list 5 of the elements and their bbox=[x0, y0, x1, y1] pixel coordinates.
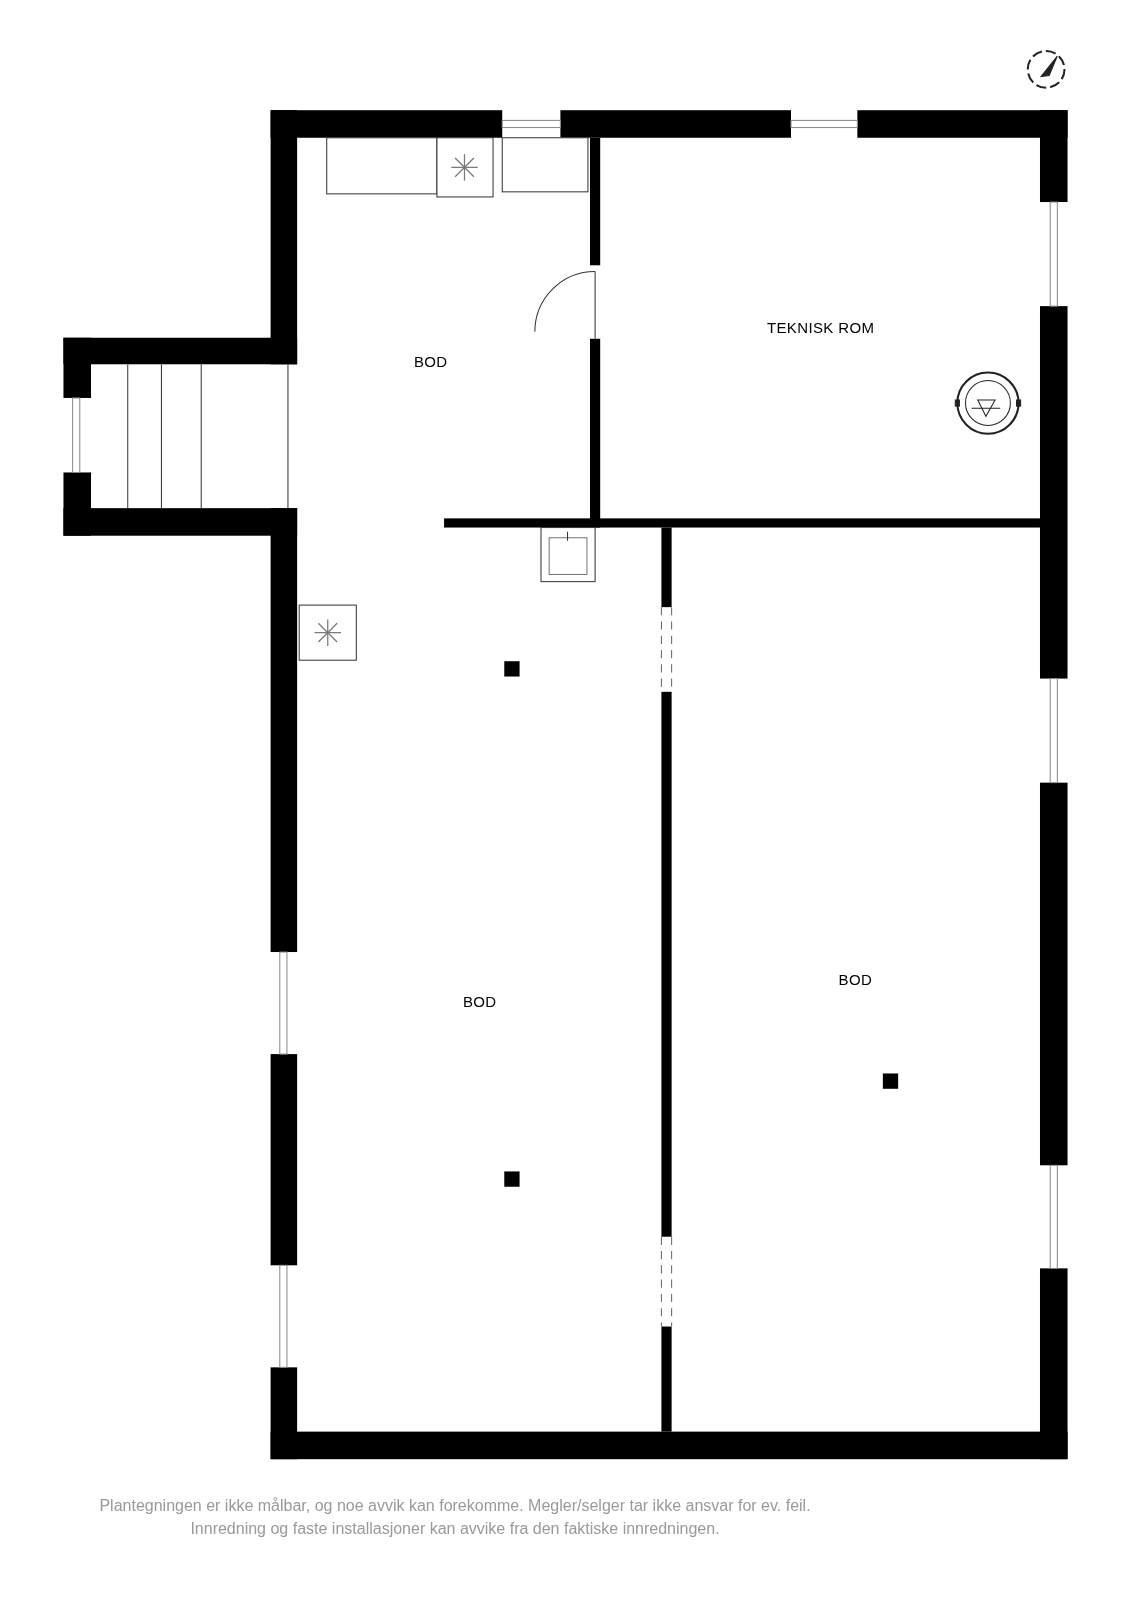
room-label: BOD bbox=[413, 352, 448, 373]
room-label: BOD bbox=[838, 969, 873, 990]
disclaimer-text: Plantegningen er ikke målbar, og noe avvik kan forekomme. Megler/selger tar ikke ansvar for ev. feil. Innredning og faste installasjoner kan avvike fra den faktiske innredningen. bbox=[98, 1496, 812, 1539]
room-label: TEKNISK ROM bbox=[766, 317, 875, 338]
room-label: BOD bbox=[462, 992, 497, 1013]
